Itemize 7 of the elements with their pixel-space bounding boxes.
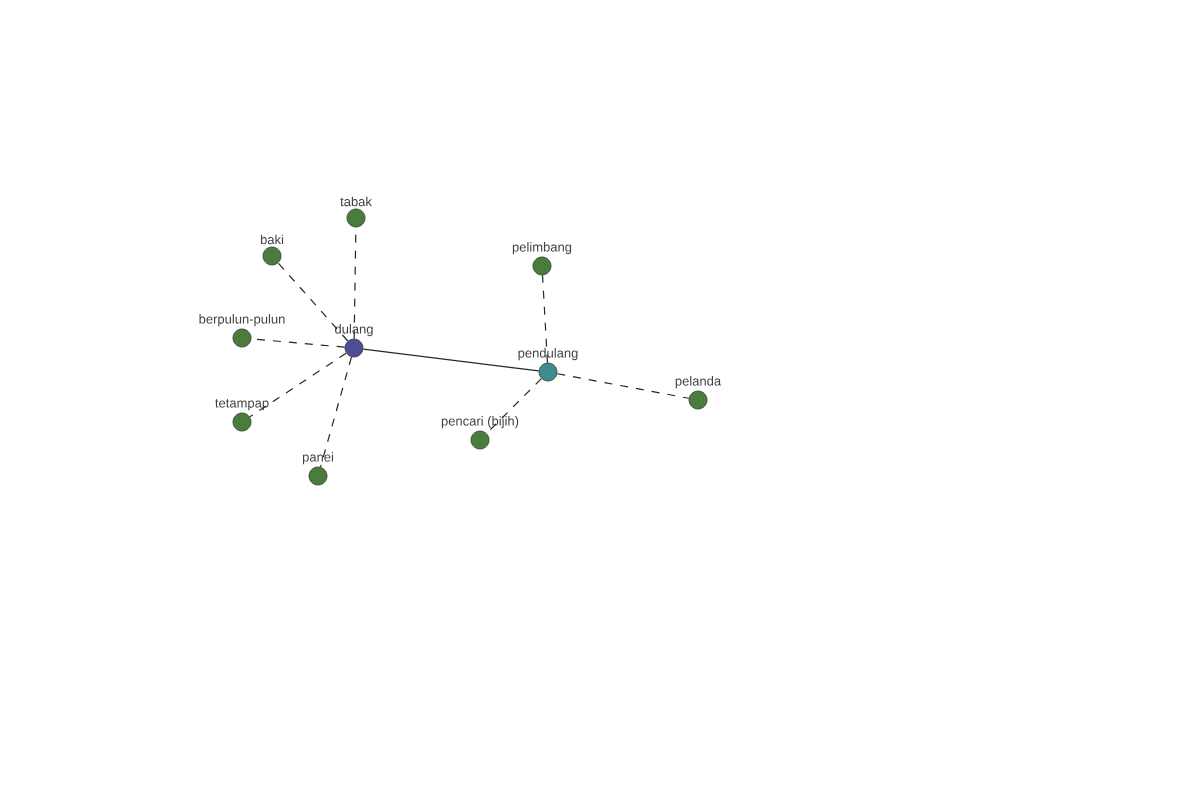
connector-line (362, 348, 540, 372)
connector-line (486, 378, 542, 434)
connector-line (556, 373, 690, 399)
connector-line (541, 274, 549, 364)
connector-line (249, 352, 347, 418)
connector-line (319, 356, 353, 468)
connector-line (277, 262, 349, 342)
